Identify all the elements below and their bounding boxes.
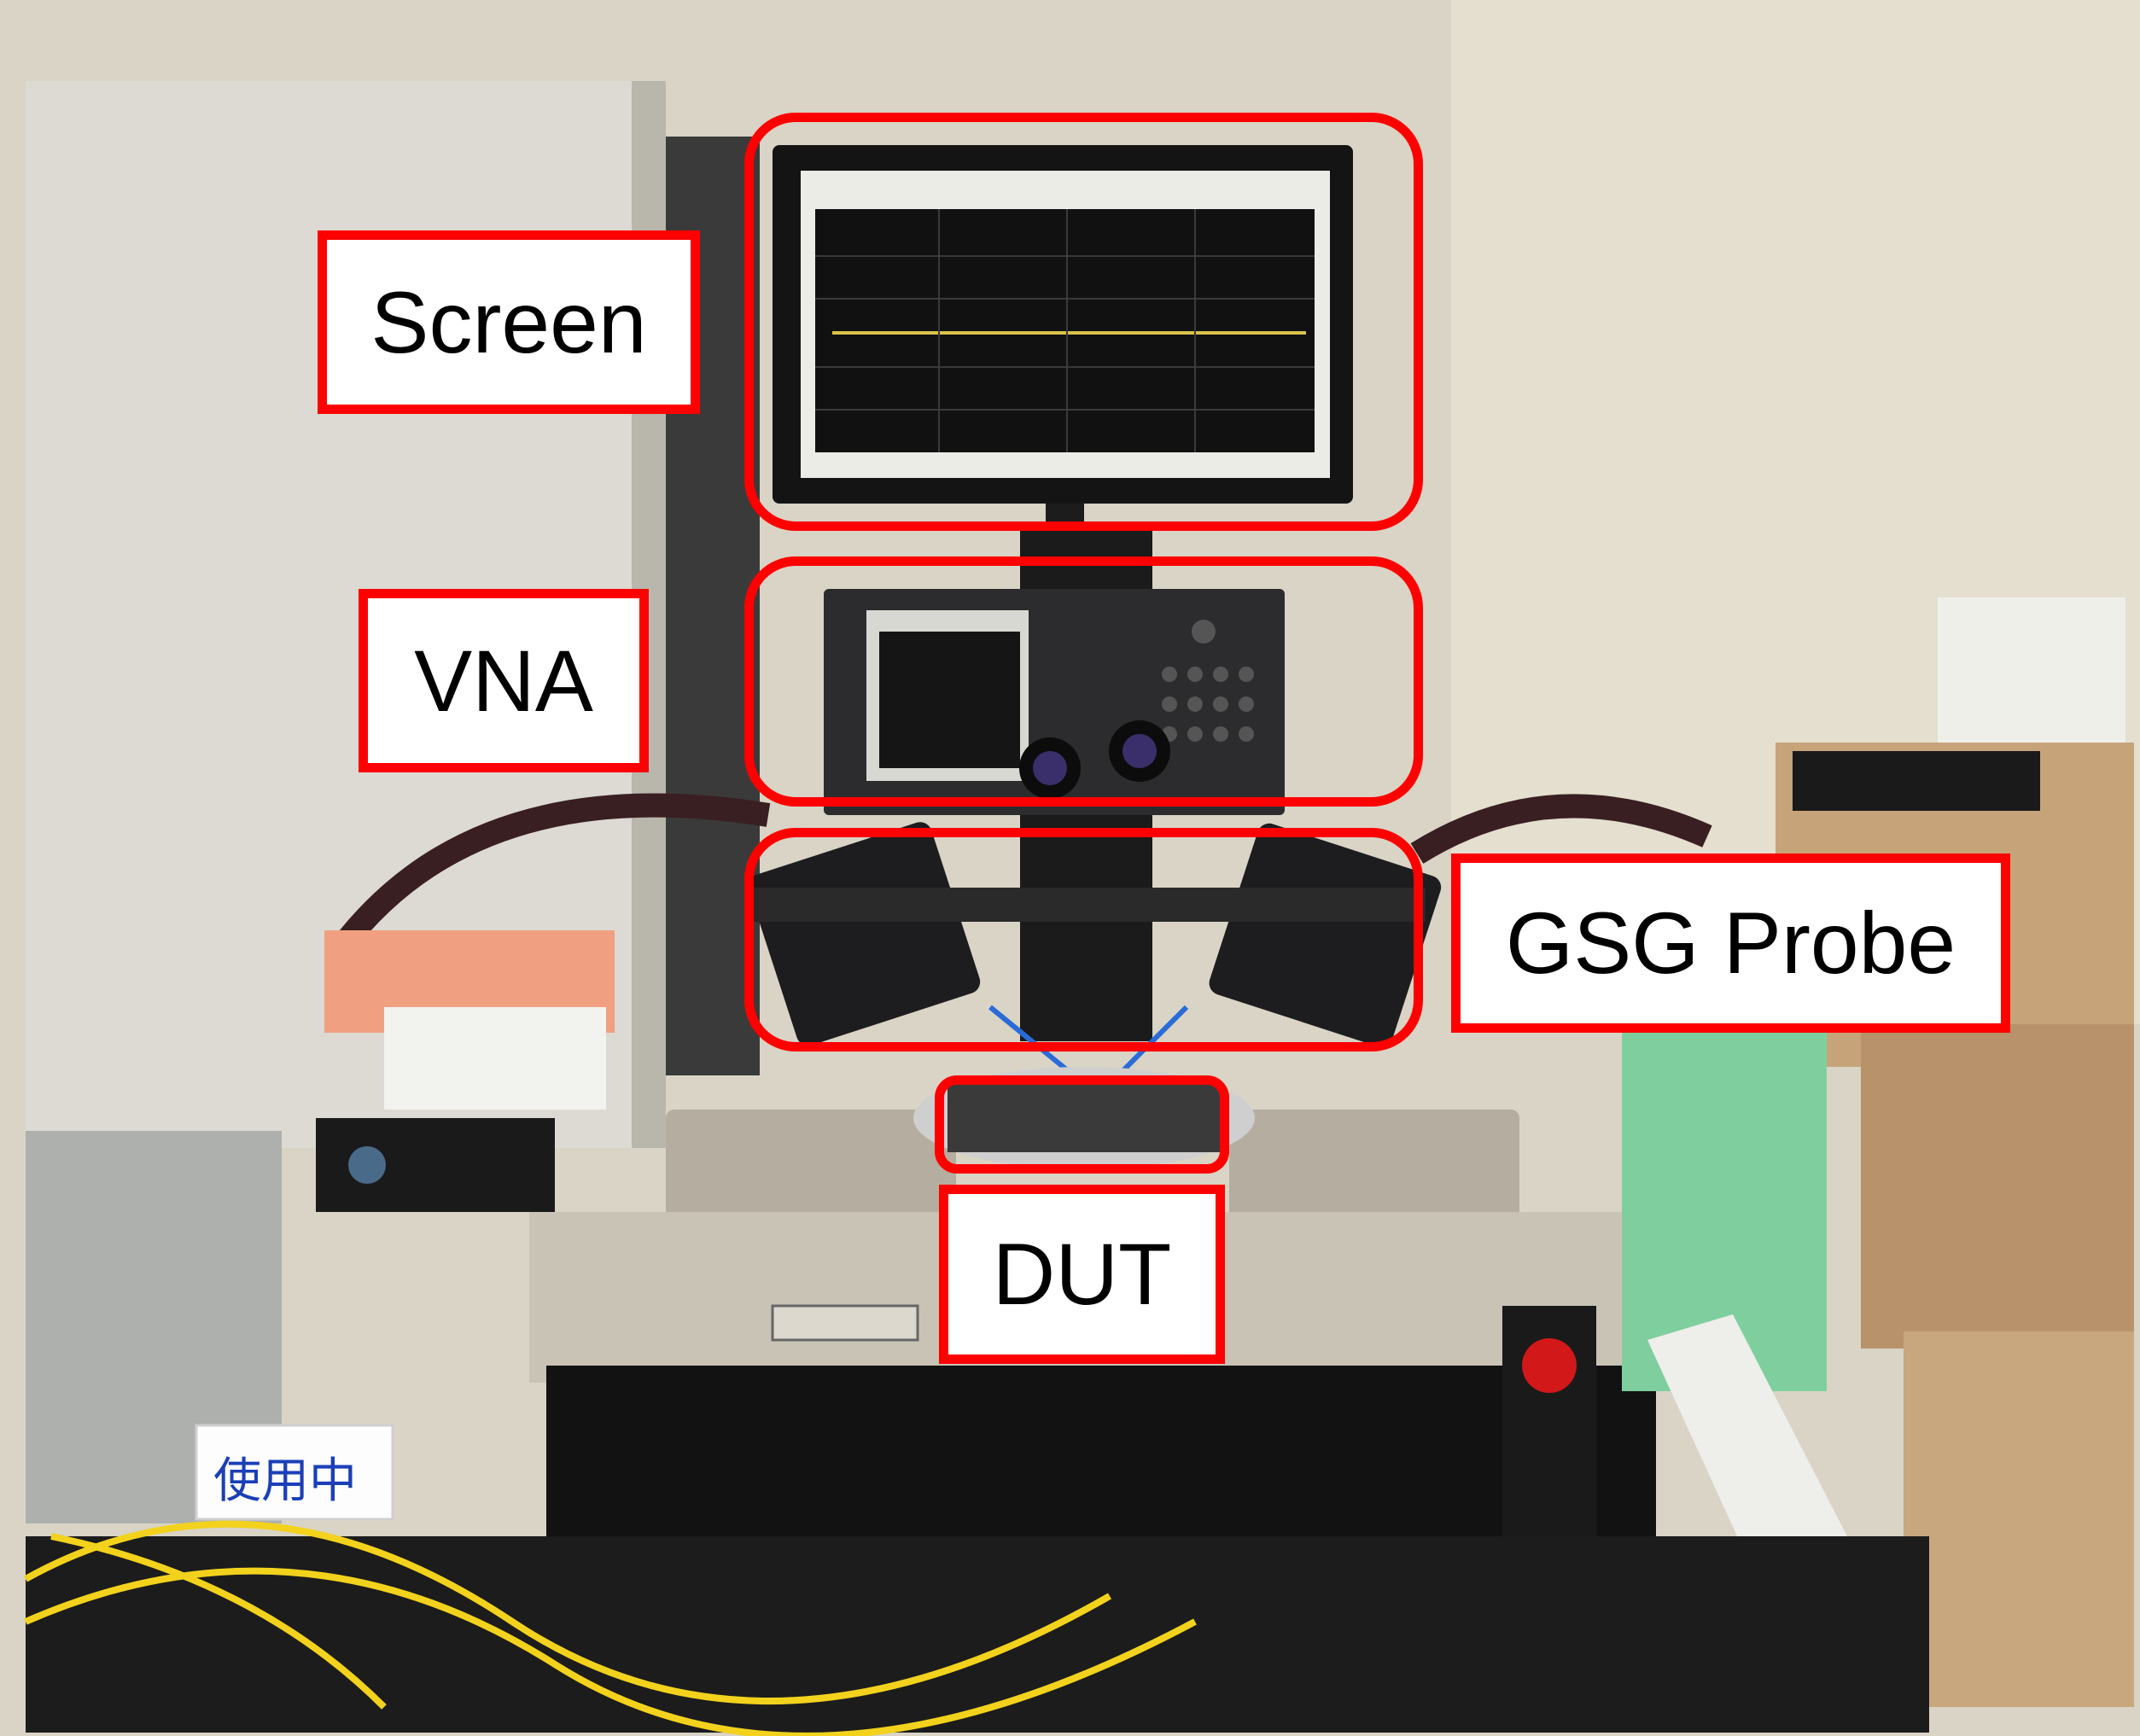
dut-highlight-box — [935, 1075, 1229, 1174]
base — [546, 1366, 1656, 1545]
screen-label: Screen — [318, 230, 700, 414]
box-stack-3 — [1904, 1331, 2134, 1707]
in-use-sign-text: 使用中 — [213, 1453, 357, 1509]
in-use-sign — [195, 1424, 394, 1521]
desk — [26, 1536, 1929, 1733]
gsg-probe-label: GSG Probe — [1451, 853, 2010, 1033]
cable-right — [1410, 794, 1712, 864]
screen-highlight-box — [744, 113, 1423, 531]
gsg-probe-highlight-box — [744, 828, 1423, 1052]
probe-head-left — [748, 822, 981, 1046]
cable-left — [331, 793, 771, 955]
fiber-2 — [24, 1567, 1197, 1736]
vna-plot — [879, 632, 1020, 768]
probe-head-right — [1209, 823, 1442, 1047]
box-stack-2 — [1861, 1024, 2134, 1349]
keyboard-black — [1793, 751, 2040, 811]
fiber-3 — [50, 1533, 387, 1710]
platen-left — [666, 1110, 956, 1238]
vna-highlight-box — [744, 556, 1423, 807]
white-box — [384, 1007, 606, 1110]
dut-area — [948, 1084, 1221, 1152]
dut-label: DUT — [939, 1185, 1225, 1364]
vna-label: VNA — [359, 589, 649, 772]
platen-right — [1229, 1110, 1519, 1238]
probe-bar — [751, 888, 1426, 922]
monitor-plot — [815, 209, 1315, 452]
chamber-label — [771, 1304, 919, 1342]
fiber-1 — [24, 1520, 1111, 1705]
